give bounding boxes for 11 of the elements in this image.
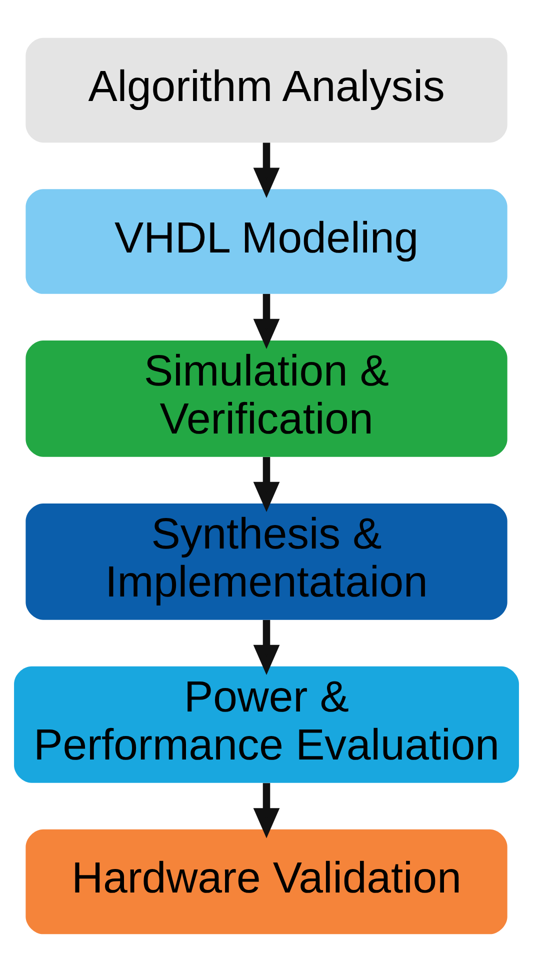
arrow	[253, 620, 280, 676]
node-box: VHDL Modeling	[26, 189, 508, 294]
arrow	[253, 783, 280, 838]
node-box: Algorithm Analysis	[26, 38, 508, 143]
node-box: Hardware Validation	[26, 829, 508, 934]
node-box: Power & Performance Evaluation	[14, 666, 519, 783]
node-box: Synthesis & Implementataion	[26, 503, 508, 620]
arrow	[253, 294, 280, 350]
arrow	[253, 142, 280, 198]
arrow	[253, 457, 280, 512]
node-box: Simulation & Verification	[26, 340, 508, 457]
